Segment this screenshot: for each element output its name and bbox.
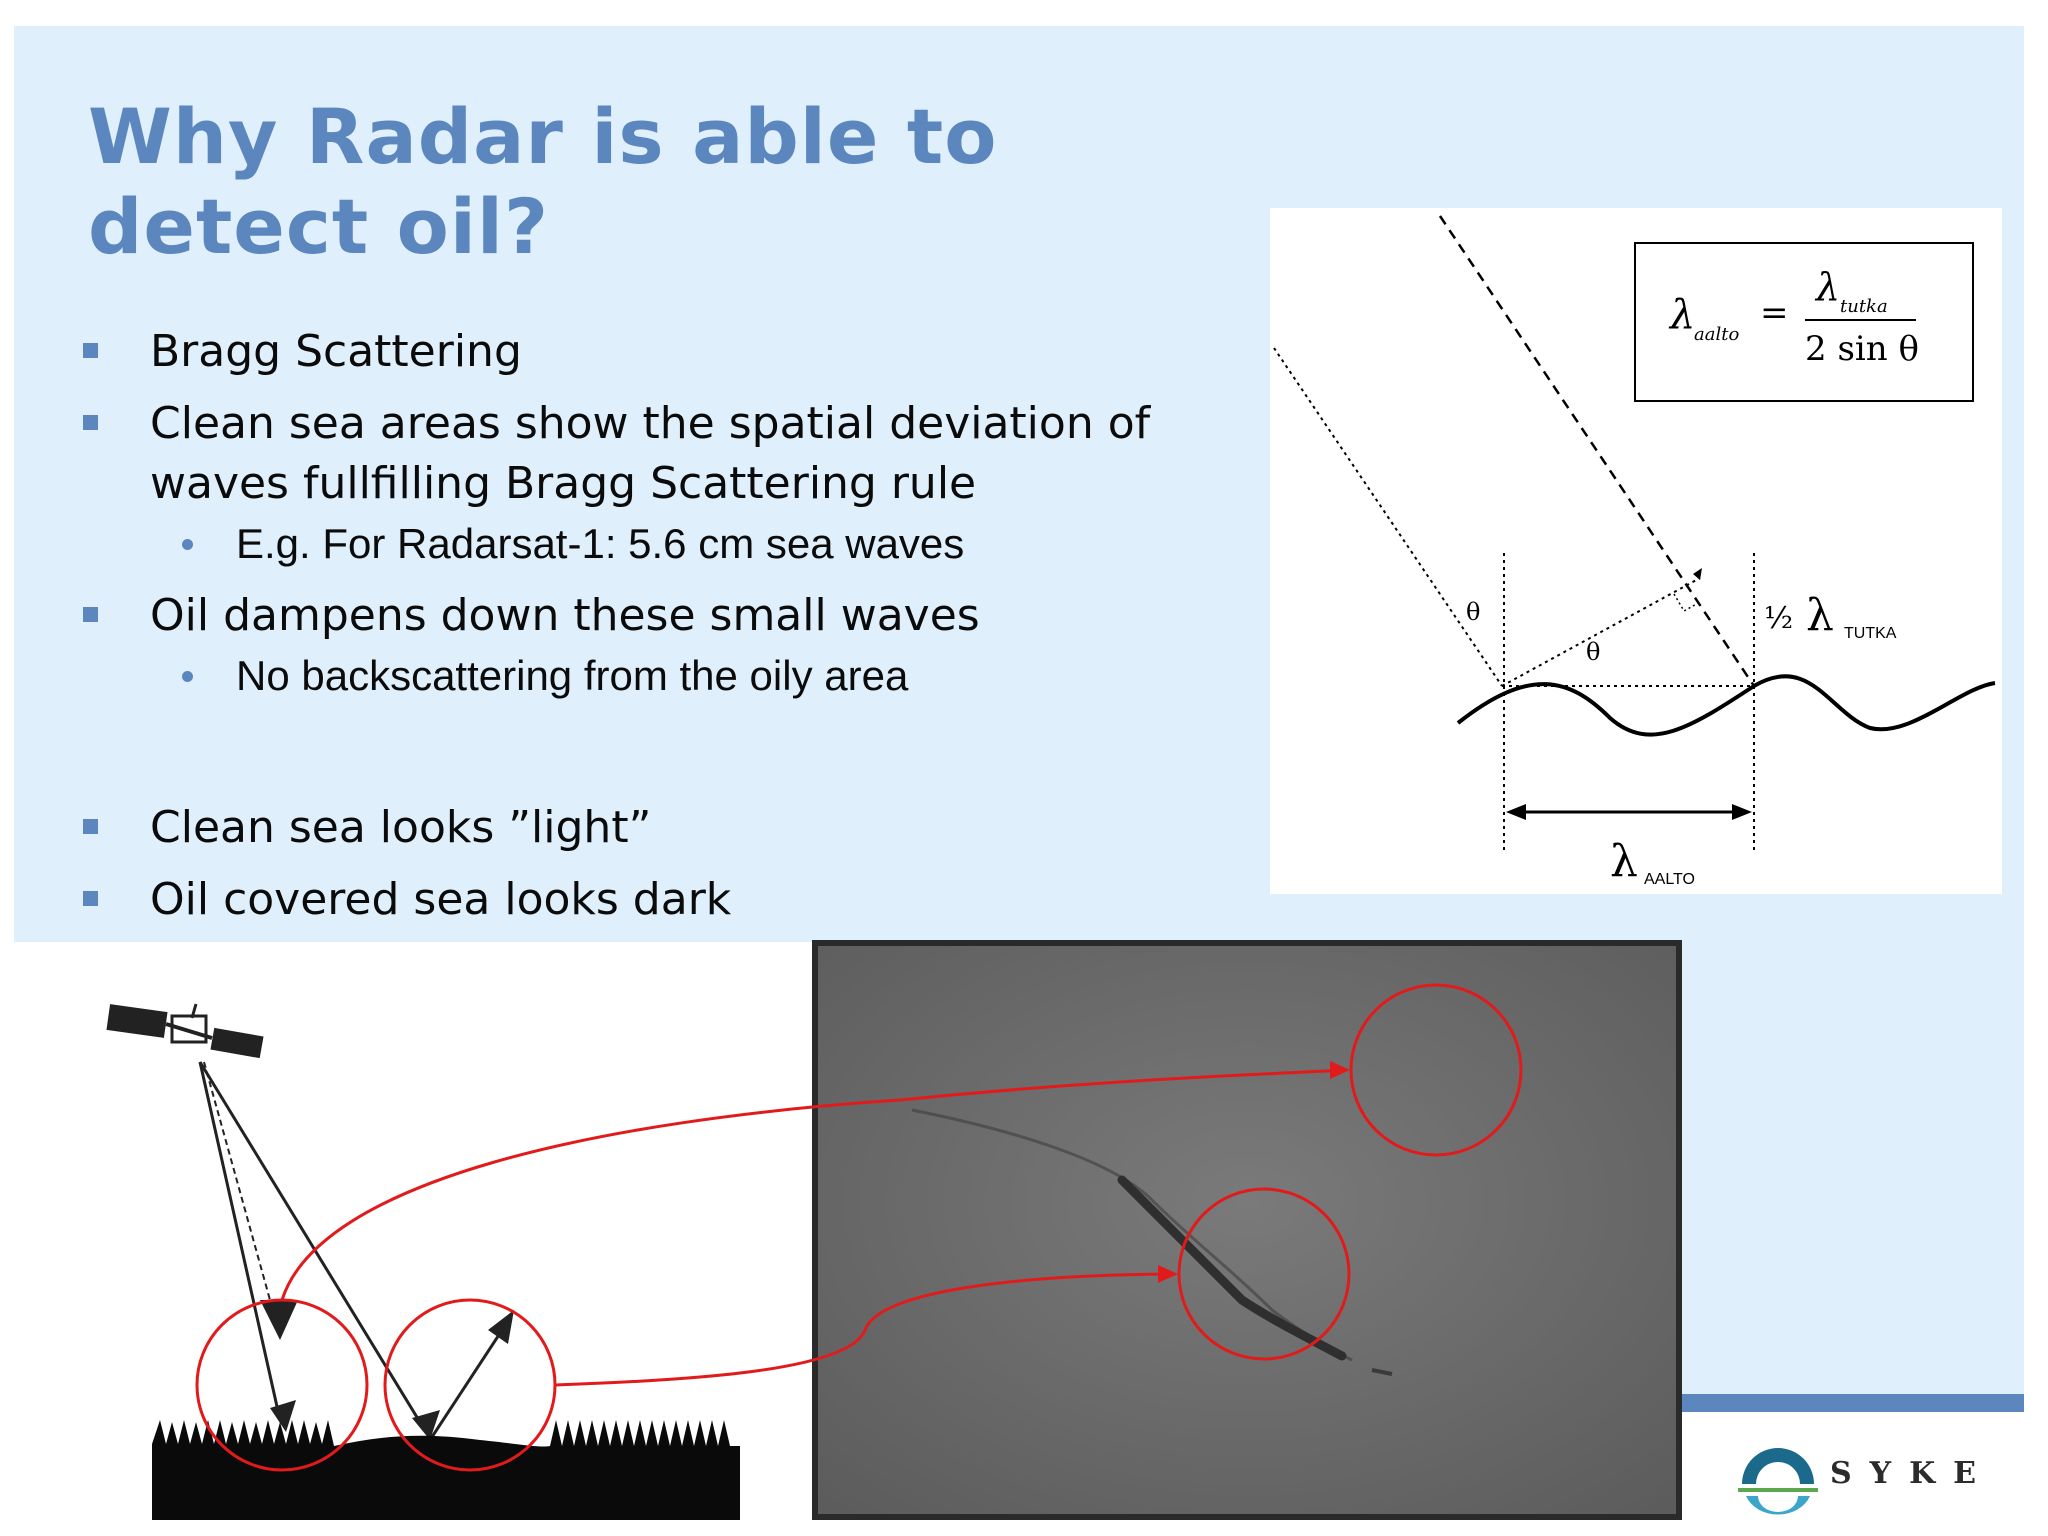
arrow-left-icon <box>1506 804 1526 820</box>
dot-bullet-icon <box>182 671 193 682</box>
incident-ray-right <box>1438 215 1756 687</box>
formula-lambda-lhs: λ <box>1668 292 1695 338</box>
sub-bullet-item: No backscattering from the oily area <box>78 646 1278 706</box>
incident-ray-left <box>1273 347 1503 687</box>
tutka-sub-label: TUTKA <box>1844 625 1897 642</box>
sea-surface <box>152 1420 740 1520</box>
sub-bullet-text: E.g. For Radarsat-1: 5.6 cm sea waves <box>236 520 965 567</box>
lambda-aalto-label: λ <box>1610 836 1638 887</box>
footer-bar <box>1682 1394 2024 1412</box>
arrow-right-icon <box>1732 804 1752 820</box>
bullet-spacer <box>78 706 1278 786</box>
bullet-item: Oil dampens down these small waves <box>78 586 1278 646</box>
bragg-diagram: λ aalto = λ tutka 2 sin θ θ θ ½ λ TUTKA … <box>1270 208 2002 894</box>
half-label: ½ <box>1764 601 1793 636</box>
formula-equals: = <box>1760 293 1789 333</box>
formula-lambda-num: λ <box>1814 265 1840 309</box>
sea-wave-curve <box>1456 674 1996 737</box>
square-bullet-icon <box>83 819 98 834</box>
square-bullet-icon <box>83 891 98 906</box>
satellite-icon <box>106 1003 264 1059</box>
syke-logo: SYKE <box>1728 1440 1976 1520</box>
sar-image <box>812 940 1682 1520</box>
radar-beam-1 <box>198 1061 282 1421</box>
formula-lhs-sub: aalto <box>1694 324 1739 345</box>
square-bullet-icon <box>83 343 98 358</box>
sub-bullet-item: E.g. For Radarsat-1: 5.6 cm sea waves <box>78 514 1278 574</box>
bullet-item: Oil covered sea looks dark <box>78 870 1278 930</box>
bullet-item: Clean sea areas show the spatial deviati… <box>78 394 1278 514</box>
bullet-item: Clean sea looks ”light” <box>78 798 1278 858</box>
bullet-text: Oil dampens down these small waves <box>150 590 980 641</box>
wavefront-line <box>1501 577 1701 687</box>
syke-logo-icon <box>1738 1448 1818 1515</box>
bullet-text: Clean sea looks ”light” <box>150 802 652 853</box>
square-bullet-icon <box>83 607 98 622</box>
slide-title: Why Radar is able to detect oil? <box>88 92 998 271</box>
arrowhead-up-icon <box>488 1310 514 1344</box>
satellite-illustration <box>100 1000 760 1530</box>
bullet-text: Clean sea areas show the spatial deviati… <box>150 398 1151 509</box>
aalto-sub-label: AALTO <box>1644 871 1695 888</box>
bullet-text: Bragg Scattering <box>150 326 522 377</box>
lambda-tutka-label: λ <box>1806 590 1834 641</box>
radar-beam-3 <box>203 1061 271 1301</box>
formula-num-sub: tutka <box>1840 296 1888 317</box>
theta-label-1: θ <box>1466 598 1480 626</box>
dot-bullet-icon <box>182 539 193 550</box>
theta-label-2: θ <box>1586 638 1600 666</box>
square-bullet-icon <box>83 415 98 430</box>
oil-slick-fragment <box>1371 1368 1393 1376</box>
formula-box <box>1634 242 1974 402</box>
formula-denominator: 2 sin θ <box>1805 329 1919 369</box>
bullet-text: Oil covered sea looks dark <box>150 874 732 925</box>
arrowhead-down-icon <box>260 1300 298 1340</box>
bullet-item: Bragg Scattering <box>78 322 1278 382</box>
radar-beam-2 <box>198 1061 428 1433</box>
sub-bullet-text: No backscattering from the oily area <box>236 652 909 699</box>
right-angle-mark <box>1673 593 1701 613</box>
arrowhead-icon <box>1693 568 1702 580</box>
logo-text: SYKE <box>1830 1456 1995 1491</box>
bullet-list: Bragg Scattering Clean sea areas show th… <box>78 310 1278 930</box>
